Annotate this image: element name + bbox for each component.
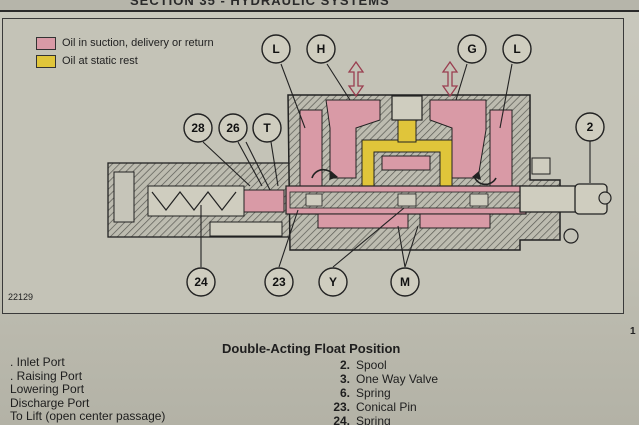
legend-label: Oil in suction, delivery or return: [62, 37, 214, 49]
header-strip: SECTION 35 - HYDRAULIC SYSTEMS: [0, 0, 639, 12]
callout-2-label: 2: [587, 120, 594, 134]
part-item: 23.Conical Pin: [333, 400, 417, 414]
callout-23-label: 23: [272, 275, 286, 289]
section-header: SECTION 35 - HYDRAULIC SYSTEMS: [130, 0, 390, 8]
flow-legend: Oil in suction, delivery or return Oil a…: [36, 34, 214, 70]
part-item: 3.One Way Valve: [339, 372, 439, 386]
callout-28: 28: [183, 113, 213, 143]
callout-G-label: G: [467, 42, 476, 56]
callout-L-right: L: [502, 34, 532, 64]
part-item: 6.Spring: [339, 386, 391, 400]
pink-swatch: [36, 36, 56, 50]
port-item: Lowering Port: [10, 382, 85, 396]
callout-L-left-label: L: [272, 42, 279, 56]
callout-L-left: L: [261, 34, 291, 64]
port-list: . Inlet Port . Raising Port Lowering Por…: [10, 355, 166, 424]
legend-label: Oil at static rest: [62, 55, 138, 67]
port-item: . Inlet Port: [10, 355, 65, 369]
page-marker: 1: [630, 326, 636, 337]
callout-28-label: 28: [191, 121, 205, 135]
callout-H-label: H: [317, 42, 326, 56]
port-item: . Raising Port: [10, 368, 83, 383]
callout-Y: Y: [318, 267, 348, 297]
figure-number: 22129: [8, 292, 34, 302]
callout-T-label: T: [263, 121, 271, 135]
callout-G: G: [457, 34, 487, 64]
part-item: 24.Spring: [333, 414, 391, 425]
callout-24: 24: [186, 267, 216, 297]
part-list: 2.Spool 3.One Way Valve 6.Spring 23.Coni…: [316, 358, 438, 425]
port-item: To Lift (open center passage): [10, 409, 166, 423]
yellow-swatch: [36, 54, 56, 68]
spool-linkage: [519, 157, 612, 244]
callout-M: M: [390, 267, 420, 297]
callout-T: T: [252, 113, 282, 143]
callout-26: 26: [218, 113, 248, 143]
port-item: Discharge Port: [10, 395, 90, 410]
part-item: 2.Spool: [339, 358, 387, 372]
callout-23: 23: [264, 267, 294, 297]
leader-lines: [200, 63, 591, 268]
caption-title: Double-Acting Float Position: [222, 341, 401, 356]
legend-item-static: Oil at static rest: [36, 52, 214, 70]
callout-Y-label: Y: [329, 275, 337, 289]
callout-26-label: 26: [226, 121, 240, 135]
callout-H: H: [306, 34, 336, 64]
legend-item-suction: Oil in suction, delivery or return: [36, 34, 214, 52]
callout-2: 2: [575, 112, 605, 142]
callout-M-label: M: [400, 275, 410, 289]
callout-24-label: 24: [194, 275, 208, 289]
callout-L-right-label: L: [513, 42, 520, 56]
valve-body: [285, 60, 561, 251]
detent-housing: [107, 162, 299, 238]
